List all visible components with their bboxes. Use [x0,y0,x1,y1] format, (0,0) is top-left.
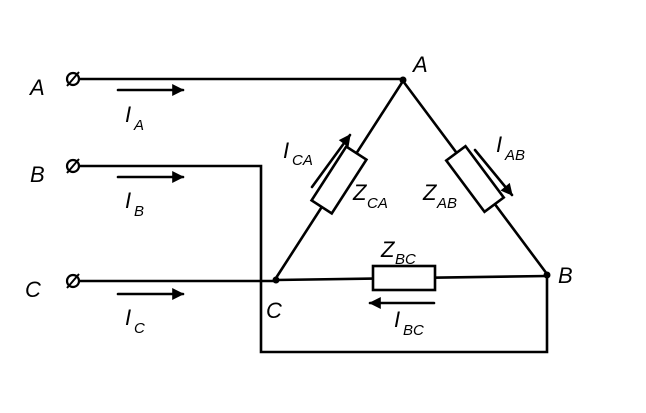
current-ic-label: I C [125,305,145,337]
svg-text:AB: AB [504,147,525,164]
node-c-label: C [266,298,282,323]
arrow-iab-icon [473,148,514,197]
svg-text:Z: Z [422,180,438,205]
svg-text:A: A [133,117,144,134]
impedance-bc-resistor [371,264,437,292]
svg-text:I: I [394,307,400,332]
svg-text:CA: CA [292,152,313,169]
node-c-dot [272,276,280,284]
svg-text:I: I [125,102,131,127]
arrow-ica-icon [310,133,352,189]
impedance-bc-label: Z BC [380,237,416,268]
svg-text:CA: CA [367,195,388,212]
svg-text:I: I [283,138,289,163]
terminal-b-icon[interactable] [65,158,81,174]
svg-text:Z: Z [352,180,368,205]
terminal-c-icon[interactable] [65,273,81,289]
current-ica-label: I CA [283,138,313,169]
impedance-ca-resistor [309,144,369,216]
svg-text:C: C [134,320,145,337]
svg-text:AB: AB [436,195,457,212]
wire-line-b [78,164,549,354]
svg-text:BC: BC [395,251,416,268]
svg-text:I: I [125,188,131,213]
impedance-ab-resistor [444,144,506,214]
current-iab-label: I AB [496,132,525,164]
node-b-dot [543,271,551,279]
svg-text:Z: Z [380,237,396,262]
node-b-label: B [558,263,573,288]
impedance-ca-label: Z CA [352,180,388,212]
terminal-c-label: C [25,277,41,302]
current-ib-label: I B [125,188,144,220]
impedance-ab-label: Z AB [422,180,457,212]
node-a-dot [399,76,407,84]
terminal-a-icon[interactable] [65,71,81,87]
svg-text:BC: BC [403,322,424,339]
current-ibc-label: I BC [394,307,424,339]
terminal-b-label: B [30,162,45,187]
svg-text:I: I [125,305,131,330]
terminal-a-label: A [28,75,45,100]
node-a-label: A [411,52,428,77]
svg-text:I: I [496,132,502,157]
current-ia-label: I A [125,102,144,134]
svg-text:B: B [134,203,144,220]
